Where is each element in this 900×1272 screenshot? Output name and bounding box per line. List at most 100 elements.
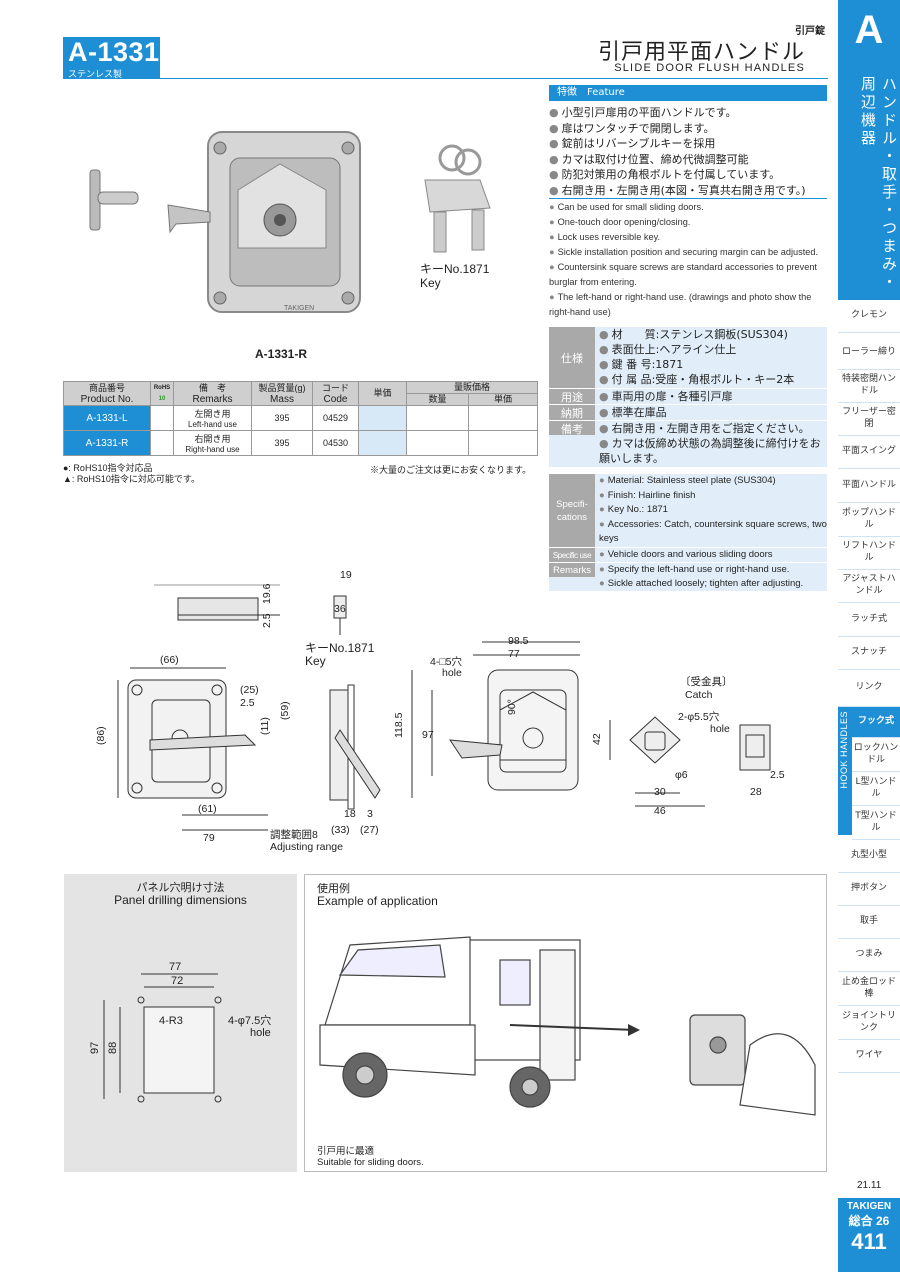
dimension-label: 98.5 [508, 635, 529, 647]
page-title-en: SLIDE DOOR FLUSH HANDLES [614, 62, 805, 74]
truck-illustration [319, 936, 816, 1116]
side-nav-item[interactable]: 平面ハンドル [838, 469, 900, 503]
side-nav-item[interactable]: 取手 [838, 906, 900, 939]
dimension-label: Adjusting range [270, 841, 343, 853]
dimension-label: 42 [591, 733, 603, 745]
dimension-label: hole [442, 667, 462, 679]
side-nav-item[interactable]: 平面スイング [838, 436, 900, 469]
remarks-label: 備考 [549, 421, 595, 436]
dimension-label: (61) [198, 803, 217, 815]
side-nav-item[interactable]: L型ハンドル [852, 772, 900, 806]
spec-item: ●Material: Stainless steel plate (SUS304… [599, 475, 776, 486]
spec-item: ●鍵 番 号:1871 [599, 358, 684, 371]
feature-list-jp: ●小型引戸扉用の平面ハンドルです。●扉はワンタッチで開閉します。●錠前はリバーシ… [549, 105, 829, 198]
feature-item: ●カマは取付け位置、締め代微調整可能 [549, 152, 749, 166]
date-label: 21.11 [857, 1180, 882, 1191]
side-nav-item[interactable]: ジョイントリンク [838, 1006, 900, 1040]
side-nav-item[interactable]: 押ボタン [838, 873, 900, 906]
dimension-label: 19 [340, 569, 352, 581]
side-nav-item[interactable]: ロックハンドル [852, 738, 900, 772]
spec-item: ●材 質:ステンレス鋼板(SUS304) [599, 328, 788, 341]
dimension-label: φ6 [675, 769, 688, 781]
dimension-label: (66) [160, 654, 179, 666]
side-nav-item[interactable]: リンク [838, 670, 900, 707]
key-photo [424, 144, 491, 253]
side-nav-item[interactable]: ポップハンドル [838, 503, 900, 537]
svg-text:4-φ7.5穴: 4-φ7.5穴 [228, 1013, 271, 1027]
page-footer: TAKIGEN 総合 26 411 [838, 1198, 900, 1272]
side-nav-item[interactable]: 止め金ロッド棒 [838, 972, 900, 1006]
hook-handles-band: HOOK HANDLES [838, 707, 852, 835]
dimension-label: 2.5 [240, 697, 255, 709]
spec-remarks-en: Remarks ●Specify the left-hand use or ri… [549, 563, 827, 591]
dimension-label: (25) [240, 684, 259, 696]
spec-en: Specifi-cations ●Material: Stainless ste… [549, 474, 827, 547]
dimension-label: 2.5 [261, 613, 273, 628]
page-number: 411 [851, 1229, 887, 1254]
side-nav-item[interactable]: スナッチ [838, 637, 900, 670]
side-nav-item[interactable]: ローラー締り [838, 337, 900, 370]
spec-item: ●カマは仮締め状態の為調整後に締付けをお願いします。 [599, 437, 821, 465]
dimension-label: 90° [506, 699, 518, 715]
photo-caption: A-1331-R [255, 347, 308, 361]
svg-text:77: 77 [169, 961, 181, 973]
dimension-label: 46 [654, 805, 666, 817]
page-title: 引戸用平面ハンドル [597, 40, 805, 65]
bulk-note: ※大量のご注文は更にお安くなります。 [370, 465, 532, 475]
side-nav-item[interactable]: クレモン [838, 300, 900, 333]
header-divider [160, 78, 828, 79]
feature-item-en: ●Sickle installation position and securi… [549, 247, 819, 257]
section-letter: A [854, 8, 884, 52]
spec-item: ●付 属 品:受座・角根ボルト・キー2本 [599, 373, 795, 386]
feature-item-en: ●One-touch door opening/closing. [549, 217, 691, 227]
dimension-label: (11) [259, 717, 271, 735]
panel-title-jp: パネル穴明け寸法 [136, 882, 225, 894]
spec-label-en: Specifi-cations [549, 474, 595, 547]
feature-item-en: ●Countersink square screws are standard … [549, 262, 817, 287]
dimension-label: 調整範囲8 [270, 828, 318, 841]
side-nav-item[interactable]: ワイヤ [838, 1040, 900, 1073]
dimension-label: 77 [508, 648, 520, 660]
dimension-label: (59) [279, 701, 291, 720]
use-label-en: Specific use [549, 548, 595, 562]
dimension-label: 79 [203, 832, 215, 844]
feature-bar: 特徴 Feature [549, 85, 827, 101]
feature-item-en: ●Can be used for small sliding doors. [549, 202, 704, 212]
feature-item: ●右開き用・左開き用(本図・写真共右開き用です。) [549, 183, 806, 197]
dimension-label: (33) [331, 824, 350, 836]
side-nav-item[interactable]: アジャストハンドル [838, 570, 900, 603]
side-nav-item[interactable]: リフトハンドル [838, 537, 900, 570]
dimension-label: 〔受金具〕 [680, 675, 733, 688]
material-label: ステンレス製 [68, 69, 123, 79]
use-text: ●車両用の扉・各種引戸扉 [599, 390, 733, 403]
side-nav-item[interactable]: つまみ [838, 939, 900, 972]
dimension-label: hole [710, 723, 730, 735]
side-nav-item[interactable]: フリーザー密閉 [838, 403, 900, 436]
app-title-en: Example of application [317, 894, 438, 908]
delivery-label: 納期 [549, 405, 595, 420]
dimension-label: 97 [422, 729, 434, 741]
spec-use-en: Specific use ●Vehicle doors and various … [549, 548, 827, 562]
technical-drawing: 193619.62.5(66)(25)2.5(11)(59)(86)(61)79… [95, 569, 785, 853]
section-tab[interactable]: A ハンドル・取手・つまみ・周辺機器 [838, 0, 900, 300]
side-nav-item[interactable]: ラッチ式 [838, 603, 900, 637]
svg-text:97: 97 [89, 1042, 101, 1054]
use-text-en: ●Vehicle doors and various sliding doors [599, 549, 773, 560]
spec-remarks-jp: 備考 ●右開き用・左開き用をご指定ください。 ●カマは仮締め状態の為調整後に締付け… [549, 421, 827, 467]
product-code-badge: A-1331 ステンレス製 [63, 37, 160, 79]
spec-item: ●右開き用・左開き用をご指定ください。 [599, 422, 810, 435]
svg-text:TAKIGEN: TAKIGEN [284, 305, 314, 312]
brand: TAKIGEN [846, 1201, 892, 1212]
rohs-notes: ●: RoHS10指令対応品▲: RoHS10指令に対応可能です。 [63, 463, 201, 484]
category-label: 引戸錠 [795, 26, 825, 37]
use-label: 用途 [549, 389, 595, 404]
dimension-label: (86) [95, 726, 107, 745]
side-nav-item[interactable]: T型ハンドル [852, 806, 900, 840]
dimension-label: 19.6 [261, 583, 273, 604]
side-nav-item[interactable]: 特装密閉ハンドル [838, 370, 900, 403]
side-nav-item[interactable]: 丸型小型 [838, 840, 900, 873]
drawing-key-label-en: Key [305, 654, 326, 668]
side-nav-item[interactable]: フック式 [852, 707, 900, 738]
